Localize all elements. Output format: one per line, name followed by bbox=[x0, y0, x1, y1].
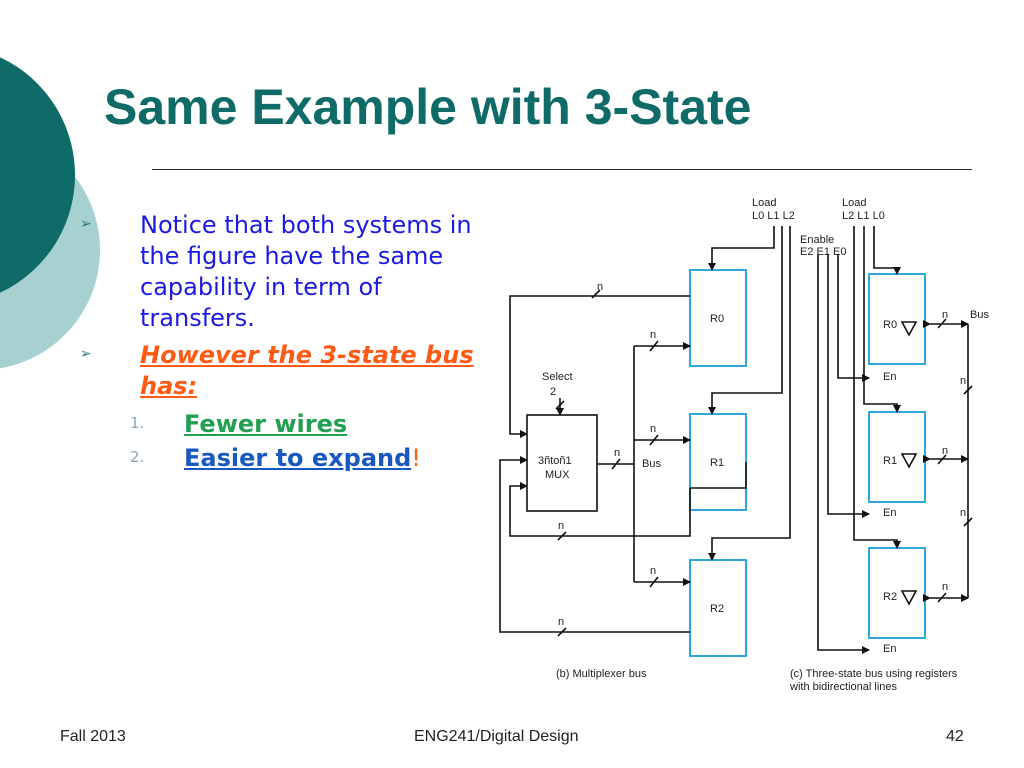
width-slash bbox=[557, 627, 567, 637]
load-l1-line bbox=[708, 226, 783, 415]
footer-date: Fall 2013 bbox=[60, 728, 126, 745]
en-label: En bbox=[883, 507, 896, 519]
width-slash bbox=[937, 592, 947, 603]
en-label: En bbox=[883, 643, 896, 655]
load-l2-line bbox=[708, 226, 791, 561]
width-slash bbox=[649, 434, 659, 446]
tri-enable-label: Enable bbox=[800, 234, 834, 246]
tri-caption-1: (c) Three-state bus using registers bbox=[790, 668, 958, 680]
width-label: n bbox=[960, 507, 966, 519]
load-l0-line bbox=[708, 226, 775, 271]
width-slash bbox=[649, 340, 659, 352]
tri-load-l1 bbox=[863, 226, 901, 413]
footer-course: ENG241/Digital Design bbox=[414, 728, 579, 745]
tristate-buffer-icon bbox=[900, 590, 918, 606]
bullet-arrow-icon: ➢ bbox=[80, 216, 92, 232]
width-slash bbox=[557, 531, 567, 541]
mux-reg-r1-label: R1 bbox=[710, 457, 724, 469]
tri-reg-r0-label: R0 bbox=[883, 319, 897, 331]
bullet-item: ➢ Notice that both systems in the figure… bbox=[80, 210, 480, 334]
bullet-arrow-icon: ➢ bbox=[80, 346, 92, 362]
mux-bus-label: Bus bbox=[642, 458, 661, 470]
width-label: n bbox=[597, 281, 603, 293]
footer-page-number: 42 bbox=[946, 728, 964, 745]
bullet-text-highlight: However the 3-state bus has: bbox=[140, 341, 474, 400]
numbered-item: 1. Fewer wires bbox=[80, 408, 480, 440]
mux-register-r2 bbox=[689, 559, 747, 657]
r1-output-to-mux bbox=[509, 482, 691, 537]
slide-title: Same Example with 3-State bbox=[104, 79, 752, 135]
r1-output-a bbox=[690, 462, 747, 489]
width-slash bbox=[937, 454, 947, 465]
tri-load-lines: L2 L1 L0 bbox=[842, 210, 885, 222]
bullet-list: ➢ Notice that both systems in the figure… bbox=[80, 210, 480, 474]
width-label: n bbox=[942, 581, 948, 593]
tri-enable-lines: E2 E1 E0 bbox=[800, 246, 846, 258]
mux-reg-r2-label: R2 bbox=[710, 603, 724, 615]
tri-enable-e0 bbox=[837, 254, 870, 382]
width-slash bbox=[649, 576, 659, 588]
width-slash bbox=[591, 289, 601, 299]
numbered-item: 2. Easier to expand! bbox=[80, 442, 480, 474]
bullet-item: ➢ However the 3-state bus has: bbox=[80, 340, 480, 402]
easier-to-expand-text: Easier to expand bbox=[184, 444, 412, 472]
mux-label-1: 3ñtoñ1 bbox=[538, 455, 572, 467]
tri-bus-label: Bus bbox=[970, 309, 989, 321]
tri-enable-e2 bbox=[817, 254, 870, 654]
width-label: n bbox=[614, 447, 620, 459]
tri-enable-e1 bbox=[827, 254, 870, 518]
tri-load-l2 bbox=[853, 226, 901, 549]
tri-load-l0 bbox=[873, 226, 901, 275]
width-label: n bbox=[558, 520, 564, 532]
item-number: 2. bbox=[130, 448, 145, 466]
select-label: Select bbox=[542, 371, 573, 383]
item-number: 1. bbox=[130, 414, 145, 432]
tri-load-label: Load bbox=[842, 197, 866, 209]
mux-reg-r0-label: R0 bbox=[710, 313, 724, 325]
r2-output-to-mux bbox=[499, 456, 690, 633]
width-slash bbox=[963, 517, 973, 527]
mux-register-r0 bbox=[689, 269, 747, 367]
tri-register-r0 bbox=[868, 273, 926, 365]
exclamation-mark: ! bbox=[411, 444, 421, 472]
width-slash bbox=[963, 385, 973, 395]
fewer-wires-text: Fewer wires bbox=[184, 410, 348, 438]
mux-caption: (b) Multiplexer bus bbox=[556, 668, 647, 680]
width-label: n bbox=[650, 565, 656, 577]
width-label: n bbox=[650, 329, 656, 341]
tristate-buffer-icon bbox=[900, 453, 918, 469]
tristate-buffer-icon bbox=[900, 321, 918, 337]
mux-load-label: Load bbox=[752, 197, 776, 209]
width-label: n bbox=[558, 616, 564, 628]
dark-circle-decoration bbox=[0, 57, 75, 293]
bullet-text: Notice that both systems in the figure h… bbox=[140, 211, 472, 332]
tri-reg-r2-label: R2 bbox=[883, 591, 897, 603]
en-label: En bbox=[883, 371, 896, 383]
width-label: n bbox=[942, 309, 948, 321]
width-slash bbox=[555, 400, 565, 410]
title-divider bbox=[152, 169, 972, 170]
width-label: n bbox=[960, 375, 966, 387]
decorative-circles bbox=[0, 57, 100, 369]
r0-output-to-mux bbox=[509, 295, 690, 438]
tri-caption-2: with bidirectional lines bbox=[789, 681, 897, 693]
bus-figure: Load L0 L1 L2 Select 2 3ñtoñ1 MUX Bus R0… bbox=[499, 197, 989, 693]
width-slash bbox=[937, 318, 947, 329]
width-slash bbox=[611, 458, 621, 470]
width-label: n bbox=[650, 423, 656, 435]
tri-reg-r1-label: R1 bbox=[883, 455, 897, 467]
width-label: n bbox=[942, 445, 948, 457]
mux-label-2: MUX bbox=[545, 469, 570, 481]
select-width: 2 bbox=[550, 386, 556, 398]
mux-load-lines: L0 L1 L2 bbox=[752, 210, 795, 222]
